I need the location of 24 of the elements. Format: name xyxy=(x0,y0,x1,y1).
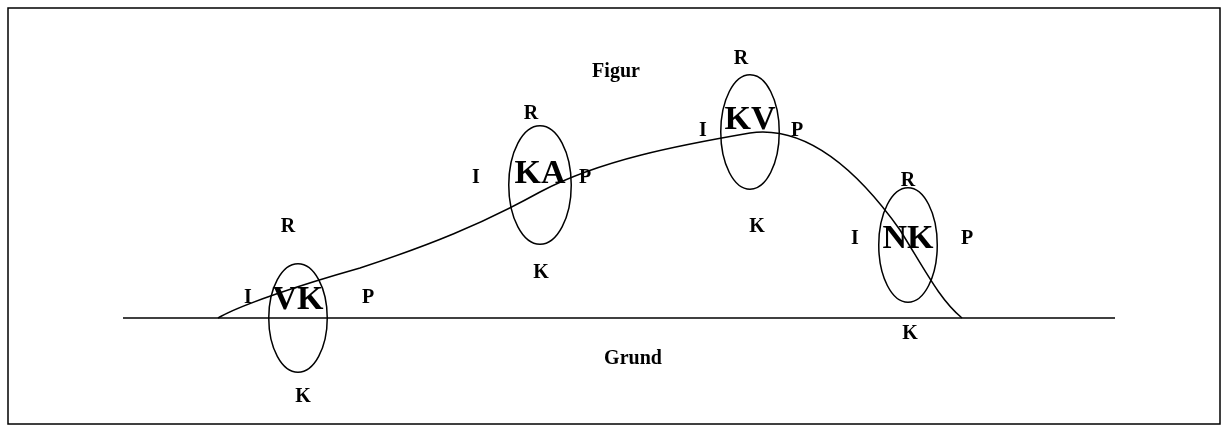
side-letter: R xyxy=(733,47,749,67)
ellipse-label: KA xyxy=(514,155,566,189)
ellipse xyxy=(720,74,780,190)
side-letter: R xyxy=(900,169,916,189)
ellipse xyxy=(508,125,572,245)
ellipse-label: KV xyxy=(724,101,776,135)
side-letter: P xyxy=(960,227,974,247)
side-letter: I xyxy=(699,119,707,139)
ellipse xyxy=(268,263,328,373)
side-letter: P xyxy=(361,286,375,306)
side-letter: K xyxy=(749,215,765,235)
side-letter: I xyxy=(472,166,480,186)
side-letter: P xyxy=(790,119,804,139)
side-letter: R xyxy=(280,215,296,235)
ground-label: Grund xyxy=(604,347,662,367)
figure-label: Figur xyxy=(592,60,640,80)
ellipse-label: VK xyxy=(272,281,324,315)
side-letter: K xyxy=(295,385,311,405)
side-letter: I xyxy=(851,227,859,247)
side-letter: P xyxy=(578,166,592,186)
side-letter: R xyxy=(523,102,539,122)
side-letter: K xyxy=(533,261,549,281)
side-letter: K xyxy=(902,322,918,342)
side-letter: I xyxy=(244,286,252,306)
